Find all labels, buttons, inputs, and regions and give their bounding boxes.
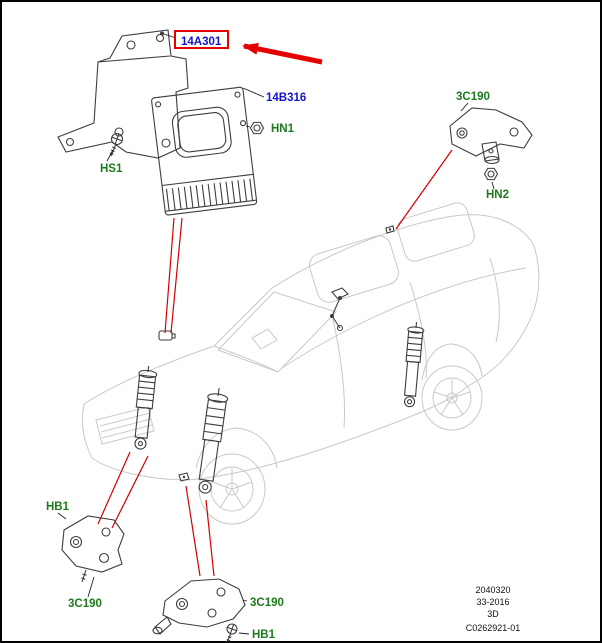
sensor-bracket-top-right-drawing [449,107,533,165]
part-label-hn1[interactable]: HN1 [271,123,295,135]
part-label-hb1-left[interactable]: HB1 [46,501,70,513]
part-label-14b316[interactable]: 14B316 [266,92,306,104]
nut-hn1-icon [249,121,265,135]
green-part-labels: HN1 HS1 3C190 HN2 HB1 3C190 3C190 HB1 [46,91,509,641]
sensor-bracket-bottom-center-drawing [152,578,246,635]
red-leader-lines [97,149,453,577]
vehicle-outline [81,202,540,525]
footer-codes: 2040320 33-2016 3D C0262921-01 [466,585,521,633]
blue-part-labels: 14A301 14B316 [181,36,306,104]
part-label-14a301[interactable]: 14A301 [181,36,222,48]
footer-code: 2040320 [475,585,510,595]
part-label-3c190-bottom-center[interactable]: 3C190 [250,597,284,609]
footer-view: 3D [487,609,499,619]
black-leader-lines [57,33,495,635]
footer-drawing-number: C0262921-01 [466,623,521,633]
air-strut-front-left-drawing [134,365,158,450]
ecu-module-drawing [151,86,258,216]
ecu-bracket-drawing [57,29,189,159]
height-sensor-link-drawing [330,287,349,332]
part-label-hs1[interactable]: HS1 [100,163,123,175]
sensor-bracket-bottom-left-drawing [61,515,125,583]
air-strut-rear-drawing [403,321,425,408]
footer-sheet: 33-2016 [476,597,509,607]
part-label-hn2[interactable]: HN2 [486,189,509,201]
sensor-mark-drawing [385,225,395,234]
highlight-box-14a301 [174,30,229,49]
nut-hn2-icon [483,167,499,181]
air-strut-front-right-drawing [198,388,229,494]
part-label-hb1-bottom[interactable]: HB1 [252,629,276,641]
screw-hb1-bottom-icon [226,623,238,643]
connector-mark-drawing [158,330,176,341]
part-label-3c190-bottom-left[interactable]: 3C190 [68,598,102,610]
part-label-3c190-top-right[interactable]: 3C190 [456,91,490,103]
highlight-arrow [242,42,323,65]
screw-hs1-icon [109,132,124,157]
clip-mark-drawing [178,472,190,482]
